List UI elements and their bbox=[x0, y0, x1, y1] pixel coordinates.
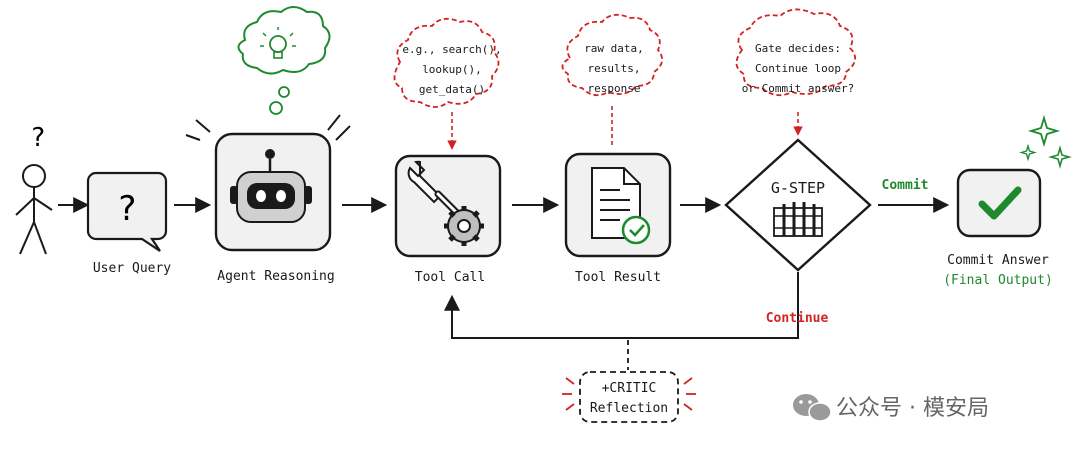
commit-answer-node: Commit Answer (Final Output) bbox=[943, 114, 1072, 288]
final-output-label: (Final Output) bbox=[943, 273, 1053, 288]
speech-bubble-icon bbox=[86, 171, 168, 252]
critic-label-line-2: Reflection bbox=[590, 401, 668, 416]
agent-reasoning-label: Agent Reasoning bbox=[217, 269, 334, 284]
tool-call-label: Tool Call bbox=[415, 270, 485, 285]
tool-result-cloud-line-3: response bbox=[588, 82, 641, 95]
gate-diamond bbox=[724, 138, 872, 272]
gstep-cloud-line-2: Continue loop bbox=[755, 62, 841, 75]
tool-call-node: e.g., search(), lookup(), get_data() Too… bbox=[393, 17, 502, 285]
critic-sparks-icon bbox=[562, 377, 696, 411]
gstep-cloud-line-3: or Commit answer? bbox=[742, 82, 855, 95]
watermark: 公众号 · 模安局 bbox=[793, 394, 989, 422]
wrench-gear-icon bbox=[407, 160, 484, 246]
document-check-icon bbox=[591, 167, 651, 245]
lightbulb-icon bbox=[260, 27, 296, 59]
critic-box bbox=[579, 371, 679, 423]
critic-label-line-1: +CRITIC bbox=[602, 381, 657, 396]
thought-cloud-icon bbox=[237, 6, 331, 75]
user-question-mark: ? bbox=[30, 123, 46, 153]
continue-loop-arrow bbox=[444, 272, 799, 339]
tool-result-cloud-line-1: raw data, bbox=[584, 42, 644, 55]
gstep-cloud-line-1: Gate decides: bbox=[755, 42, 841, 55]
fence-gate-icon bbox=[773, 202, 823, 237]
question-mark-icon: ? bbox=[117, 189, 137, 229]
checkmark-icon bbox=[978, 186, 1022, 220]
tool-result-node: raw data, results, response Tool Result bbox=[561, 13, 672, 285]
tool-result-cloud-line-2: results, bbox=[588, 62, 641, 75]
watermark-text: 公众号 · 模安局 bbox=[836, 396, 989, 421]
tool-result-cloud bbox=[561, 13, 664, 97]
tool-result-label: Tool Result bbox=[575, 270, 661, 285]
user-stick-figure: ? bbox=[15, 123, 53, 255]
continue-edge-label: Continue bbox=[766, 311, 829, 326]
tool-call-cloud-line-3: get_data() bbox=[419, 83, 485, 96]
user-query-node: ? User Query bbox=[86, 171, 171, 276]
critic-reflection-node: +CRITIC Reflection bbox=[562, 340, 696, 423]
wechat-icon bbox=[793, 394, 832, 422]
tool-call-cloud bbox=[393, 17, 500, 108]
agent-reasoning-node: Agent Reasoning bbox=[185, 6, 351, 284]
tool-call-cloud-line-2: lookup(), bbox=[422, 63, 482, 76]
tool-call-cloud-line-1: e.g., search(), bbox=[402, 43, 501, 56]
commit-answer-label: Commit Answer bbox=[947, 253, 1049, 268]
gstep-node: Gate decides: Continue loop or Commit an… bbox=[724, 8, 872, 272]
commit-answer-box bbox=[956, 168, 1042, 238]
gstep-cloud bbox=[735, 8, 856, 97]
commit-edge-label: Commit bbox=[882, 178, 929, 193]
sparkle-icon bbox=[1019, 114, 1072, 169]
robot-icon bbox=[230, 149, 312, 223]
gstep-label: G-STEP bbox=[771, 179, 825, 197]
user-query-label: User Query bbox=[93, 261, 171, 276]
